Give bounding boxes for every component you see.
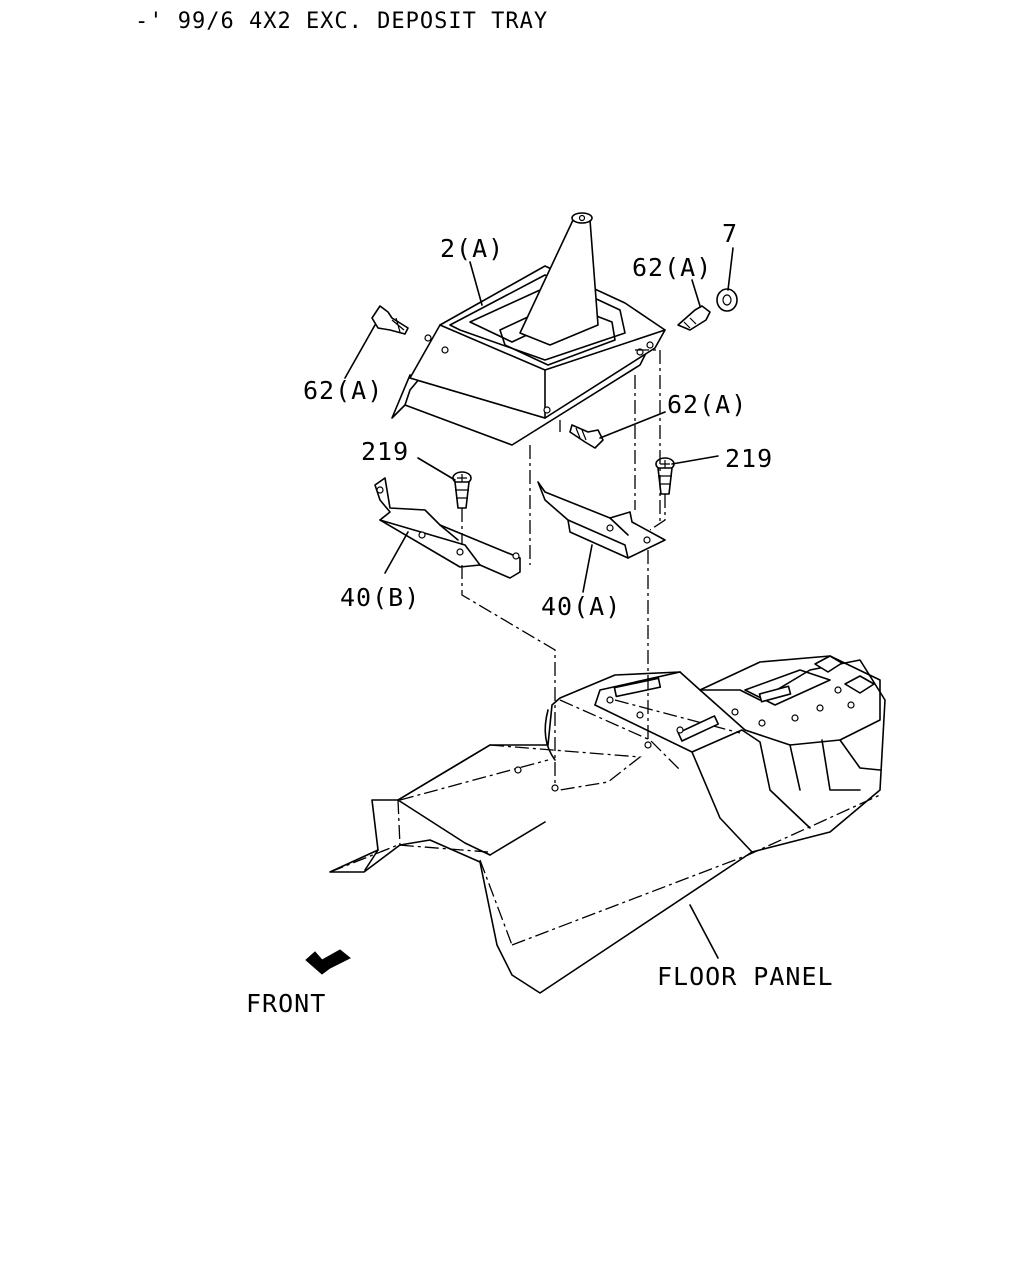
clip-upper-right [677, 305, 711, 331]
clip-front [569, 424, 604, 449]
callout-clip-left: 62(A) [303, 376, 383, 405]
assembly-lines [461, 349, 666, 785]
shift-boot-cover [391, 212, 666, 446]
front-label: FRONT [246, 989, 326, 1018]
callout-clip-front: 62(A) [667, 390, 747, 419]
callout-bracket-left: 40(B) [340, 583, 420, 612]
callout-screw-right: 219 [725, 444, 773, 473]
leader-lines [344, 247, 734, 959]
bracket-right [537, 481, 666, 559]
bracket-left [374, 477, 521, 579]
nut [716, 288, 738, 312]
floor-panel [329, 655, 886, 994]
clip-left [371, 305, 409, 335]
callout-screw-left: 219 [361, 437, 409, 466]
callout-bracket-right: 40(A) [541, 592, 621, 621]
callout-shift-boot-cover: 2(A) [440, 234, 504, 263]
screw-left [452, 471, 472, 509]
front-arrow-icon [305, 949, 351, 975]
callout-nut: 7 [722, 219, 738, 248]
diagram-header: -' 99/6 4X2 EXC. DEPOSIT TRAY [135, 9, 548, 34]
screw-right [655, 457, 675, 495]
callout-floor-panel: FLOOR PANEL [657, 962, 834, 991]
callout-clip-upper-right: 62(A) [632, 253, 712, 282]
